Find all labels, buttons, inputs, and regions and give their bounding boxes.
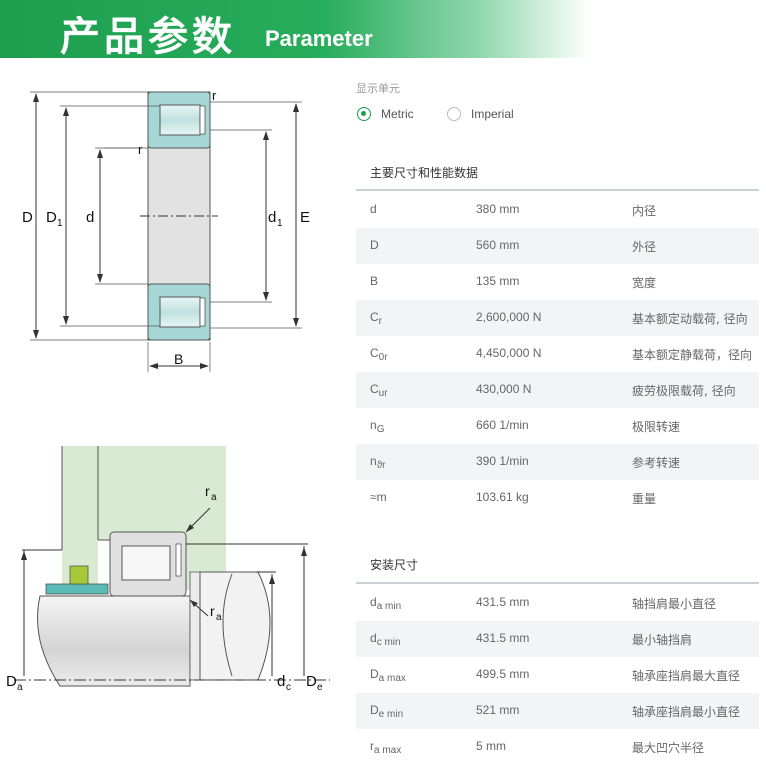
table-row: da min 431.5 mm 轴挡肩最小直径 xyxy=(370,595,717,612)
label-d: d xyxy=(86,209,94,226)
label-d1-sub: 1 xyxy=(277,218,283,229)
label-ra-top: r xyxy=(205,483,210,499)
table-row: De min 521 mm 轴承座挡肩最小直径 xyxy=(356,693,759,729)
label-D1: D xyxy=(46,209,57,226)
label-dc-sub: c xyxy=(286,682,291,693)
bearing-dimension-diagram: D D 1 d d 1 E B r r xyxy=(22,88,310,372)
table-row: nϑr 390 1/min 参考转速 xyxy=(356,444,759,480)
label-E: E xyxy=(300,209,310,226)
label-De-sub: e xyxy=(317,682,323,693)
unit-selector-label: 显示单元 xyxy=(356,82,400,95)
label-r-top: r xyxy=(212,88,217,103)
label-ra-mid: r xyxy=(210,603,215,619)
radio-imperial-label: Imperial xyxy=(471,107,514,121)
table-row: dc min 431.5 mm 最小轴挡肩 xyxy=(356,621,759,657)
table-row: nG 660 1/min 极限转速 xyxy=(370,418,681,435)
mounting-dimension-diagram: r a r a D a d c D e xyxy=(6,446,330,693)
section-divider xyxy=(356,582,759,584)
table-row: C0r 4,450,000 N 基本额定静载荷，径向 xyxy=(370,346,753,363)
page-title-cn: 产品参数 xyxy=(60,14,236,60)
section-divider xyxy=(356,189,759,191)
radio-imperial[interactable]: Imperial xyxy=(447,107,514,121)
label-ra-top-sub: a xyxy=(211,492,217,503)
radio-unselected-icon xyxy=(447,107,461,121)
radio-metric[interactable]: Metric xyxy=(357,107,414,121)
mount-section-title: 安装尺寸 xyxy=(370,558,419,572)
label-Da: D xyxy=(6,673,17,690)
table-row: d 380 mm 内径 xyxy=(370,202,657,218)
header-banner: 产品参数 Parameter xyxy=(0,0,590,60)
table-row: B 135 mm 宽度 xyxy=(370,274,657,290)
radio-selected-icon xyxy=(357,107,371,121)
table-row: Cur 430,000 N 疲劳极限载荷, 径向 xyxy=(356,372,759,408)
table-row: ra max 5 mm 最大凹穴半径 xyxy=(370,739,705,756)
table-row: D 560 mm 外径 xyxy=(356,228,759,264)
label-d1: d xyxy=(268,209,276,226)
label-dc: d xyxy=(277,673,285,690)
page-title-en: Parameter xyxy=(265,26,373,51)
label-ra-mid-sub: a xyxy=(216,612,222,623)
label-D: D xyxy=(22,209,33,226)
label-B: B xyxy=(174,351,183,367)
label-D1-sub: 1 xyxy=(57,218,63,229)
label-Da-sub: a xyxy=(17,682,23,693)
label-De: D xyxy=(306,673,317,690)
table-row: Cr 2,600,000 N 基本额定动载荷, 径向 xyxy=(356,300,759,336)
table-row: Da max 499.5 mm 轴承座挡肩最大直径 xyxy=(370,667,741,684)
table-row: ≈m 103.61 kg 重量 xyxy=(370,490,657,506)
radio-metric-label: Metric xyxy=(381,107,414,121)
label-r-mid: r xyxy=(138,142,143,157)
main-section-title: 主要尺寸和性能数据 xyxy=(370,166,479,180)
